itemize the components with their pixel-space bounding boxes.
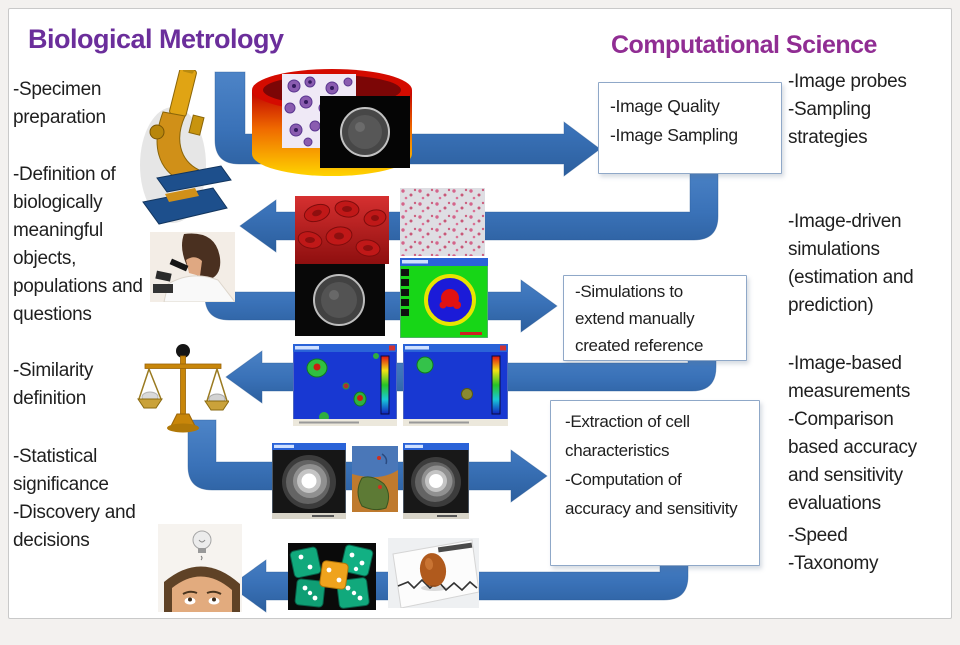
image-quality-box: -Image Quality -Image Sampling (598, 82, 782, 174)
left-item-discovery: -Discovery and decisions (13, 502, 136, 551)
box-line: -Image Quality (610, 96, 720, 116)
right-item-speed: -Speed (788, 525, 848, 546)
right-item-taxonomy: -Taxonomy (788, 553, 879, 574)
heatmap-analysis-window-1 (292, 343, 398, 427)
right-item-measurements: -Image-based measurements (788, 353, 911, 402)
extraction-box: -Extraction of cell characteristics -Com… (550, 400, 760, 566)
cell-segmentation-window (399, 257, 489, 339)
right-item-sampling: -Sampling strategies (788, 99, 871, 148)
box-line: -Simulations to extend manually created … (575, 282, 704, 355)
person-with-lightbulb-photo (158, 524, 242, 612)
box-line: -Computation of accuracy and sensitivity (565, 470, 738, 518)
grayscale-cell-micrograph (320, 96, 410, 168)
researcher-at-microscope-photo (150, 232, 237, 303)
left-item-definition: -Definition of biologically meaningful o… (13, 164, 143, 325)
right-item-comparison: -Comparison based accuracy and sensitivi… (788, 409, 917, 514)
contour-map-window-2 (402, 442, 470, 520)
red-blood-cells-image (295, 196, 389, 264)
head-profiles-artwork (352, 446, 398, 512)
page-title-left: Biological Metrology (28, 24, 284, 54)
left-item-specimen: -Specimen preparation (13, 79, 106, 128)
left-item-statistical: -Statistical significance (13, 446, 109, 495)
box-line: -Image Sampling (610, 125, 738, 145)
egg-on-chart-photo (388, 538, 480, 609)
microscope-clipart (135, 63, 240, 228)
box-line: -Extraction of cell characteristics (565, 412, 690, 460)
right-item-probes: -Image probes (788, 71, 907, 92)
green-dice-photo (288, 543, 376, 610)
left-item-similarity: -Similarity definition (13, 360, 94, 409)
balance-scale-clipart (137, 342, 230, 434)
pink-speckled-sample-image (400, 188, 485, 256)
page-title-right: Computational Science (611, 31, 877, 59)
heatmap-analysis-window-2 (402, 343, 509, 427)
simulations-box: -Simulations to extend manually created … (563, 275, 747, 361)
grayscale-cell-micrograph-2 (295, 264, 385, 336)
contour-map-window-1 (271, 442, 347, 520)
right-item-simulations: -Image-driven simulations (estimation an… (788, 211, 914, 316)
